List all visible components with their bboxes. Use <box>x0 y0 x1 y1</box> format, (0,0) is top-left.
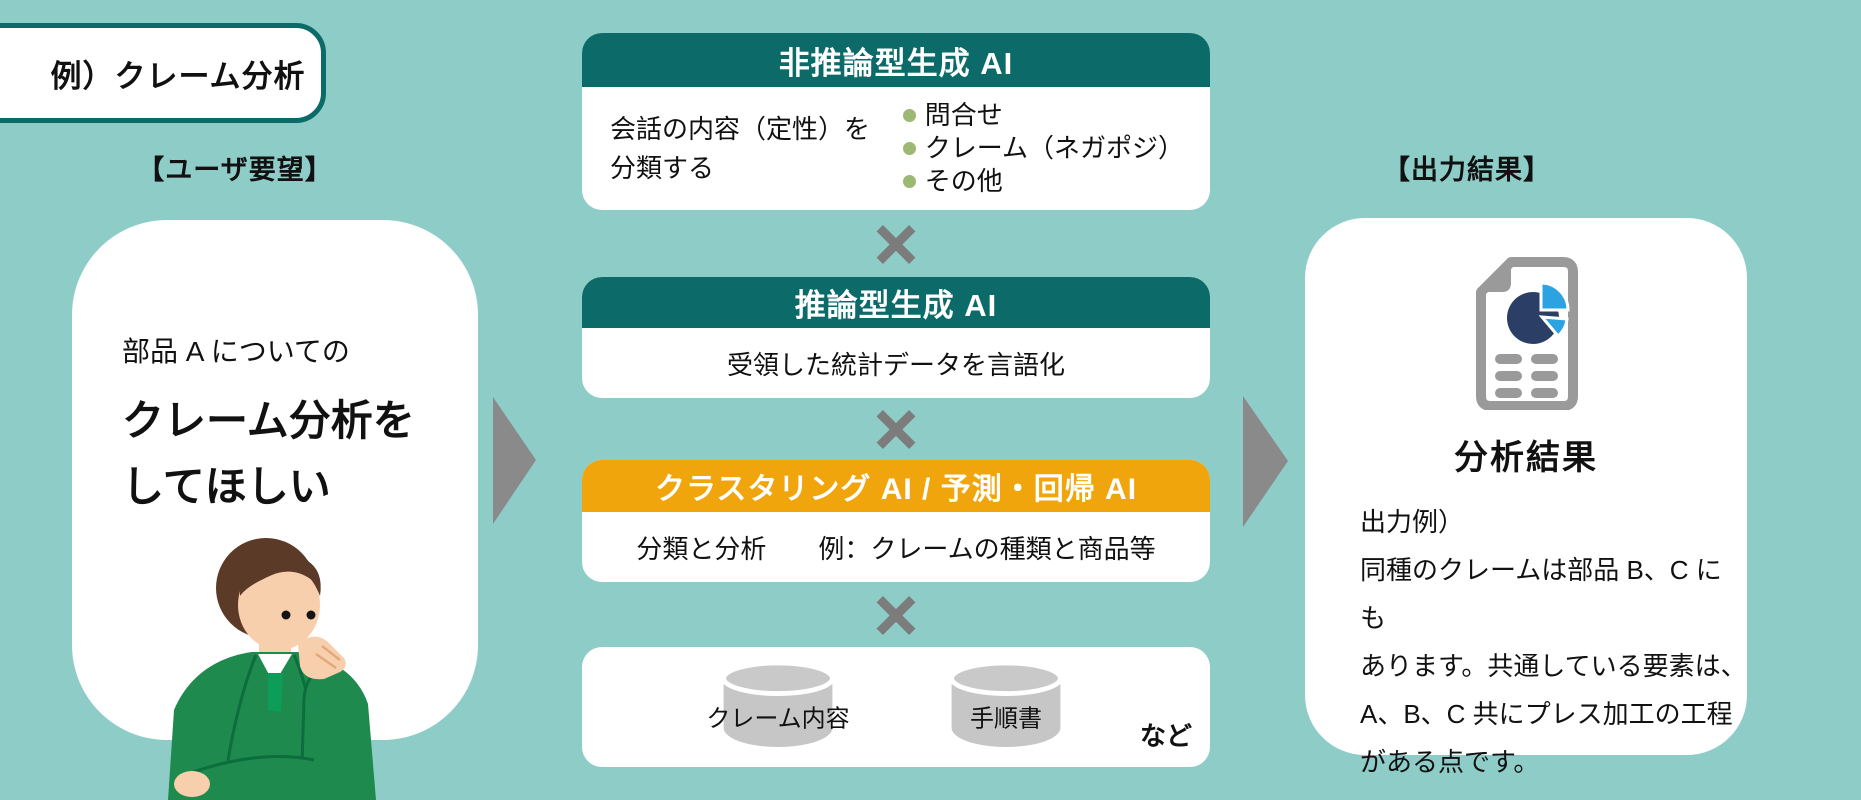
database-manuals-label: 手順書 <box>970 705 1042 733</box>
database-claims: クレーム内容 <box>706 657 850 758</box>
result-line: がある点です。 <box>1360 747 1540 777</box>
bullet-dot-icon <box>902 175 916 188</box>
bullet-item: その他 <box>902 165 1184 198</box>
multiply-icon <box>873 221 919 267</box>
user-section-heading: 【ユーザ要望】 <box>137 155 333 185</box>
thinking-person-illustration <box>168 538 376 800</box>
clustering-description: 分類と分析 <box>636 533 767 564</box>
bullet-dot-icon <box>902 109 916 122</box>
ai-box-inference: 推論型生成 AI 受領した統計データを言語化 <box>582 277 1210 398</box>
database-manuals: 手順書 <box>944 657 1068 758</box>
ai-box-non-inference: 非推論型生成 AI 会話の内容（定性）を 分類する 問合せ クレーム（ネガポジ）… <box>582 33 1210 210</box>
classification-bullet-list: 問合せ クレーム（ネガポジ） その他 <box>902 99 1184 198</box>
ai-box-clustering-body: 分類と分析 例：クレームの種類と商品等 <box>582 512 1210 582</box>
ai-box-non-inference-description: 会話の内容（定性）を 分類する <box>610 113 871 183</box>
result-title: 分析結果 <box>1454 439 1598 477</box>
flow-arrow-right <box>1243 396 1288 527</box>
result-example-text: 出力例） 同種のクレームは部品 B、C にも あります。共通している要素は、 A… <box>1360 498 1747 786</box>
result-line: A、B、C 共にプレス加工の工程 <box>1360 699 1733 729</box>
request-line-2: クレーム分析を <box>122 397 415 444</box>
ai-box-clustering-title: クラスタリング AI / 予測・回帰 AI <box>582 460 1210 512</box>
ai-box-inference-description: 受領した統計データを言語化 <box>726 349 1065 380</box>
user-request-text: 部品 A についての クレーム分析を してほしい <box>122 330 415 520</box>
ai-box-non-inference-body: 会話の内容（定性）を 分類する 問合せ クレーム（ネガポジ） その他 <box>582 87 1210 210</box>
ai-box-non-inference-title: 非推論型生成 AI <box>582 33 1210 87</box>
output-result-card: 分析結果 出力例） 同種のクレームは部品 B、C にも あります。共通している要… <box>1305 218 1747 777</box>
example-badge-label: 例）クレーム分析 <box>50 58 306 94</box>
data-sources-suffix: など <box>1139 721 1192 751</box>
result-line: 同種のクレームは部品 B、C にも <box>1360 555 1722 633</box>
ai-box-clustering: クラスタリング AI / 予測・回帰 AI 分類と分析 例：クレームの種類と商品… <box>582 460 1210 582</box>
multiply-icon <box>873 406 919 452</box>
flow-arrow-left <box>493 397 536 524</box>
result-line: あります。共通している要素は、 <box>1360 651 1747 681</box>
report-document-icon <box>1476 257 1578 410</box>
bullet-dot-icon <box>902 142 916 155</box>
multiply-icon <box>873 592 919 638</box>
database-claims-label: クレーム内容 <box>706 705 850 733</box>
example-badge: 例）クレーム分析 <box>0 23 326 123</box>
bullet-item: 問合せ <box>902 99 1184 132</box>
ai-box-inference-title: 推論型生成 AI <box>582 277 1210 328</box>
bullet-item: クレーム（ネガポジ） <box>902 132 1184 165</box>
data-sources-box: クレーム内容 手順書 など <box>582 647 1210 767</box>
clustering-example: 例：クレームの種類と商品等 <box>818 533 1156 564</box>
database-cylinder-icon <box>721 660 835 747</box>
database-cylinder-icon <box>949 660 1063 747</box>
request-line-3: してほしい <box>122 463 331 510</box>
request-line-1: 部品 A についての <box>122 336 350 367</box>
output-section-heading: 【出力結果】 <box>1383 155 1551 185</box>
result-line: 出力例） <box>1360 507 1465 537</box>
